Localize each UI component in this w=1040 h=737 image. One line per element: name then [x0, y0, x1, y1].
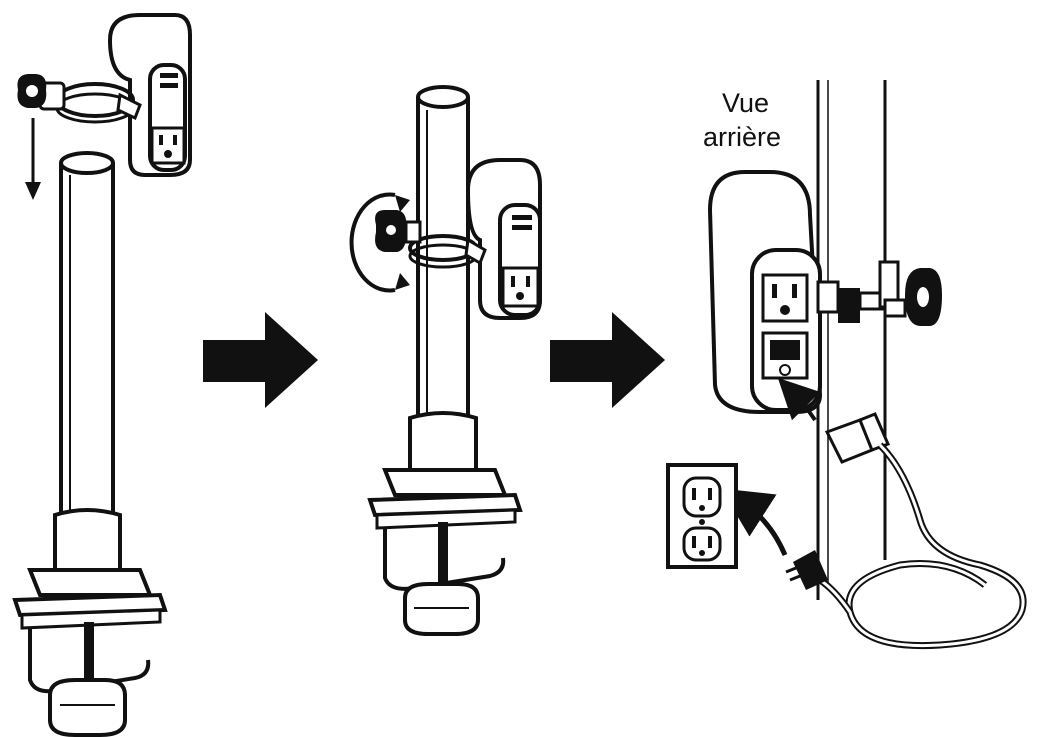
down-arrow-icon — [25, 118, 41, 200]
ring-clamp — [17, 74, 142, 124]
power-unit-rear — [707, 170, 823, 414]
pole — [416, 85, 470, 420]
rotate-arrows-icon — [349, 192, 422, 293]
ring-clamp — [816, 260, 942, 326]
right-arrow-icon — [203, 312, 318, 408]
desk-clamp — [12, 568, 168, 737]
power-inlet-icon — [761, 331, 809, 380]
plug-in-arrow-icon — [720, 488, 788, 556]
pole — [59, 151, 115, 520]
plug-icon — [824, 412, 891, 464]
rear-view-label-line2: arrière — [703, 122, 781, 152]
knob-icon — [905, 268, 942, 326]
power-unit — [465, 158, 542, 320]
power-outlet-icon — [666, 463, 738, 569]
step-1-panel — [12, 13, 192, 737]
rear-view-label-line1: Vue — [722, 88, 769, 118]
outlet-icon — [150, 126, 186, 165]
ring-clamp — [408, 234, 487, 269]
outlet-icon — [761, 273, 809, 323]
step-3-panel: Vue arrière — [666, 80, 1027, 650]
right-arrow-icon — [550, 312, 665, 408]
outlet-icon — [501, 266, 540, 308]
power-cord — [817, 442, 1027, 650]
step-2-panel — [349, 85, 542, 636]
insert-arrow-icon — [777, 377, 821, 422]
power-unit — [107, 13, 192, 177]
desk-clamp — [367, 468, 523, 636]
pole — [816, 80, 887, 600]
knob-icon — [17, 74, 47, 108]
wall-plug-icon — [785, 550, 828, 590]
